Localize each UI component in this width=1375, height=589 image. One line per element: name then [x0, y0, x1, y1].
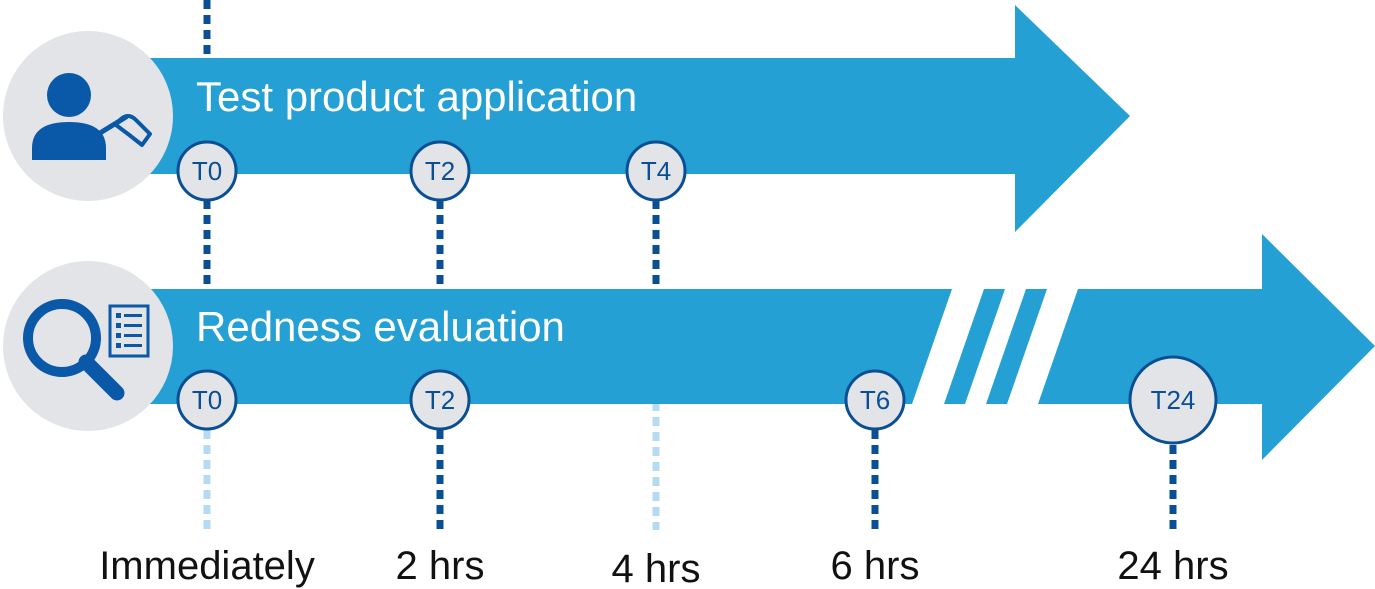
application-marker-t2: T2 [409, 140, 471, 202]
application-marker-t0: T0 [176, 140, 238, 202]
time-label-24hrs: 24 hrs [1117, 544, 1228, 588]
connector-lines [203, 200, 660, 290]
evaluation-marker-t2-label: T2 [425, 385, 455, 415]
evaluation-marker-t0-label: T0 [192, 385, 222, 415]
time-label-4hrs: 4 hrs [612, 547, 701, 589]
evaluation-arrow-left [150, 289, 952, 404]
evaluation-row-title: Redness evaluation [196, 303, 565, 350]
time-label-6hrs: 6 hrs [831, 544, 920, 588]
evaluation-marker-t6-label: T6 [860, 385, 890, 415]
time-label-immediately: Immediately [99, 544, 315, 588]
magnifier-checklist-icon [3, 261, 173, 431]
application-marker-t0-label: T0 [192, 156, 222, 186]
time-label-2hrs: 2 hrs [396, 544, 485, 588]
time-axis-labels: Immediately 2 hrs 4 hrs 6 hrs 24 hrs [99, 544, 1228, 589]
evaluation-arrow [150, 234, 1375, 460]
evaluation-marker-t2: T2 [409, 369, 471, 431]
person-applying-product-icon [3, 31, 173, 201]
evaluation-arrow-right [1038, 234, 1375, 460]
application-row-title: Test product application [196, 73, 637, 120]
evaluation-marker-t24: T24 [1128, 355, 1218, 445]
evaluation-marker-t0: T0 [176, 369, 238, 431]
evaluation-arrow-break-stripe-1 [944, 289, 1005, 404]
evaluation-arrow-break-stripe-2 [986, 289, 1047, 404]
application-marker-t2-label: T2 [425, 156, 455, 186]
bottom-lines [203, 402, 1177, 530]
evaluation-marker-t6: T6 [844, 369, 906, 431]
evaluation-marker-t24-label: T24 [1151, 385, 1196, 415]
application-marker-t4: T4 [625, 140, 687, 202]
application-arrow [150, 5, 1130, 232]
application-marker-t4-label: T4 [641, 156, 671, 186]
